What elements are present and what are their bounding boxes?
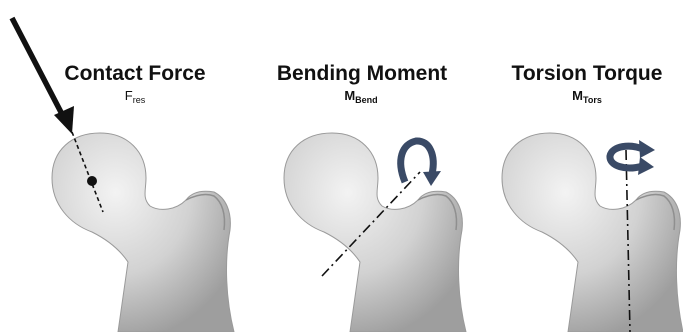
symbol-main: M [572, 88, 583, 103]
torsion-arrow-icon [610, 140, 655, 175]
panel-symbol-mtors: MTors [542, 88, 632, 105]
femur-3 [502, 133, 683, 332]
femur-2 [284, 133, 466, 332]
symbol-subscript: Bend [355, 95, 378, 105]
panel-symbol-mbend: MBend [316, 88, 406, 105]
symbol-main: F [125, 88, 133, 103]
panel-title-contact-force: Contact Force [50, 62, 220, 86]
symbol-subscript: res [133, 95, 146, 105]
panel-title-torsion-torque: Torsion Torque [494, 62, 680, 86]
symbol-main: M [344, 88, 355, 103]
curved-moment-arrow-icon [401, 141, 441, 186]
force-application-point [87, 176, 97, 186]
panel-title-bending-moment: Bending Moment [262, 62, 462, 86]
femur-1 [52, 133, 234, 332]
panel-symbol-fres: Fres [90, 88, 180, 105]
symbol-subscript: Tors [583, 95, 602, 105]
